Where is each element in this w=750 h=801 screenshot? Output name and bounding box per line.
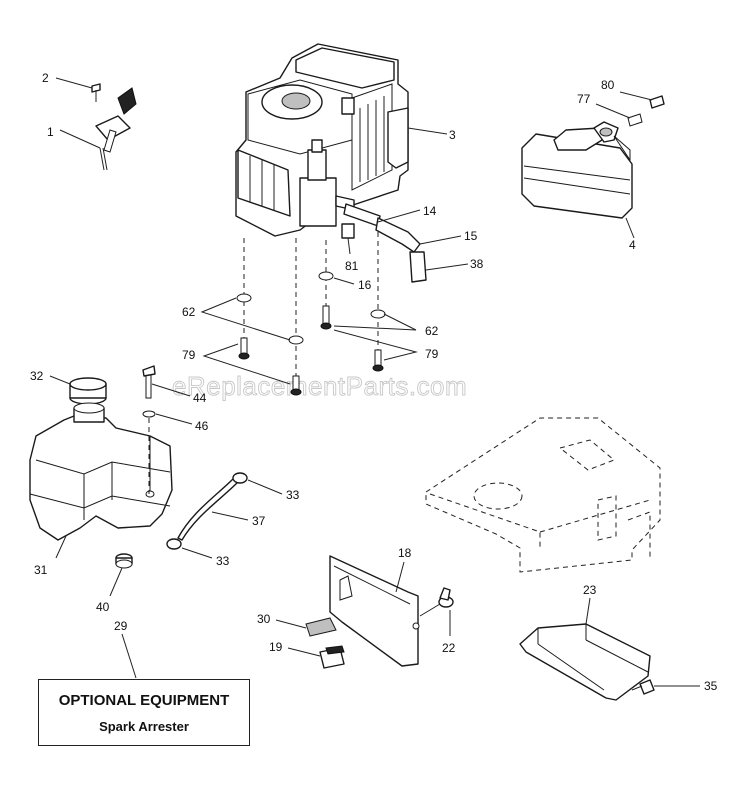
callout-62-left: 62: [182, 305, 196, 319]
callout-33-top: 33: [286, 488, 300, 502]
callout-2: 2: [42, 71, 49, 85]
callout-77: 77: [577, 92, 591, 106]
leader-4: [625, 217, 635, 239]
nut-81: [341, 223, 355, 239]
callout-37: 37: [252, 514, 266, 528]
leader-37: [211, 511, 249, 521]
leader-14: [377, 209, 421, 223]
callout-62-right: 62: [425, 324, 439, 338]
bolt-79-c: [320, 305, 332, 330]
callout-81: 81: [345, 259, 359, 273]
callout-16: 16: [358, 278, 372, 292]
bracket-23: [519, 623, 651, 701]
callout-14: 14: [423, 204, 437, 218]
fuel-cap: [69, 377, 107, 405]
callout-80: 80: [601, 78, 615, 92]
elbow-15: [375, 217, 421, 253]
washer-46: [142, 410, 156, 418]
callout-33-bottom: 33: [216, 554, 230, 568]
bolt-79-d: [372, 349, 384, 372]
heat-shield: [329, 555, 420, 667]
engine-assembly: [235, 43, 409, 237]
leader-15: [419, 235, 462, 245]
leader-31: [55, 535, 67, 559]
clamp-33-bottom: [166, 538, 182, 550]
callout-15: 15: [464, 229, 478, 243]
throttle-control: [91, 83, 137, 171]
leader-33-bottom: [181, 547, 213, 559]
washer-62-c: [370, 309, 386, 319]
leader-2: [55, 77, 93, 89]
leader-62-right: [333, 313, 417, 331]
optional-equipment-title: OPTIONAL EQUIPMENT: [58, 691, 230, 709]
callout-30: 30: [257, 612, 271, 626]
leader-33-top: [247, 479, 283, 495]
leader-19: [287, 647, 321, 657]
callout-35: 35: [704, 679, 718, 693]
callout-38: 38: [470, 257, 484, 271]
callout-29: 29: [114, 619, 128, 633]
leader-77: [595, 103, 631, 119]
washer-62-a: [236, 293, 252, 303]
pad-30: [305, 617, 337, 637]
spark-arrester-label: Spark Arrester: [99, 718, 189, 734]
callout-1: 1: [47, 125, 54, 139]
callout-32: 32: [30, 369, 44, 383]
bolt-79-b: [290, 375, 302, 396]
callout-79-left: 79: [182, 348, 196, 362]
leader-62-left: [200, 297, 291, 341]
bushing-40: [115, 553, 133, 569]
washer-62-b: [288, 335, 304, 345]
callout-19: 19: [269, 640, 283, 654]
callout-4: 4: [629, 238, 636, 252]
leader-79-left: [202, 343, 291, 385]
callout-31: 31: [34, 563, 48, 577]
frame: [425, 417, 661, 573]
leader-30: [275, 619, 307, 629]
leader-29: [121, 633, 137, 679]
callout-18: 18: [398, 546, 412, 560]
fitting-14: [343, 203, 381, 227]
leader-46: [155, 413, 193, 425]
leader-81: [347, 237, 351, 255]
washer-77: [627, 113, 643, 127]
leader-22-stem: [419, 603, 441, 617]
leader-79-right: [333, 329, 418, 361]
leader-80: [619, 91, 653, 101]
leader-16: [333, 277, 355, 285]
screw-44: [142, 365, 156, 399]
fuel-tank: [29, 402, 173, 541]
watermark-text: eReplacementParts.com: [172, 371, 467, 401]
callout-3: 3: [449, 128, 456, 142]
callout-79-right: 79: [425, 347, 439, 361]
leader-3: [407, 127, 448, 135]
leader-40: [109, 567, 123, 597]
leader-38: [425, 263, 469, 271]
leader-44: [151, 383, 191, 397]
leader-23: [585, 597, 591, 625]
leader-1: [59, 129, 101, 149]
clamp-33-top: [232, 472, 248, 484]
bolt-79-a: [238, 337, 250, 360]
tube-38: [409, 251, 427, 283]
leader-32: [49, 375, 71, 385]
screw-35: [631, 679, 655, 695]
callout-46: 46: [195, 419, 209, 433]
callout-22: 22: [442, 641, 456, 655]
callout-44: 44: [193, 391, 207, 405]
optional-equipment-box: OPTIONAL EQUIPMENT Spark Arrester: [38, 679, 250, 746]
washer-16: [318, 271, 334, 281]
muffler: [521, 121, 633, 219]
bolt-80: [649, 95, 665, 109]
callout-40: 40: [96, 600, 110, 614]
leader-18: [395, 561, 405, 593]
callout-23: 23: [583, 583, 597, 597]
grommet-19: [319, 645, 345, 669]
wing-nut-22: [438, 587, 454, 608]
fuel-line-37: [177, 477, 239, 541]
